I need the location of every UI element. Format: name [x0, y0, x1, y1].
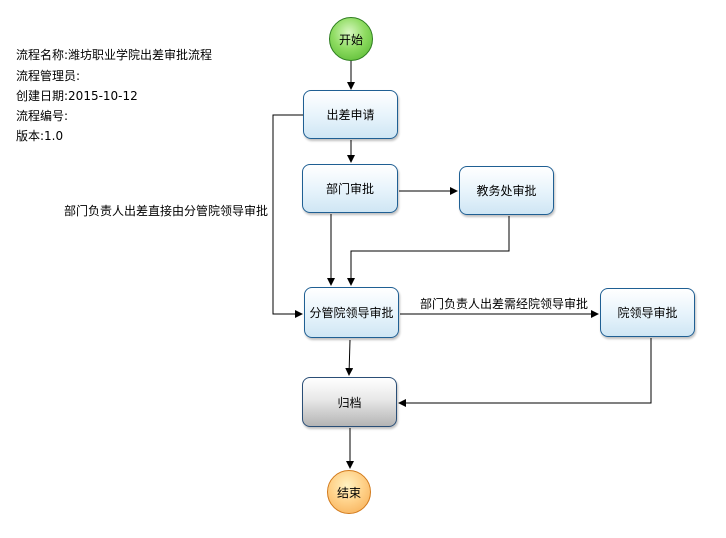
president-approval-node[interactable]: 院领导审批 — [600, 288, 695, 337]
branch-leader-approval-node[interactable]: 分管院领导审批 — [304, 287, 399, 338]
apply-node-label: 出差申请 — [326, 108, 375, 122]
meta-version-label: 版本: — [16, 129, 45, 143]
meta-flow-manager: 流程管理员: — [16, 68, 80, 84]
affairs-approval-node-label: 教务处审批 — [476, 184, 537, 198]
meta-version-value: 1.0 — [44, 129, 64, 143]
meta-flow-name: 流程名称:潍坊职业学院出差审批流程 — [16, 47, 212, 63]
edge-branch-to-archive — [345, 339, 354, 376]
meta-version: 版本:1.0 — [16, 128, 63, 144]
bypass-edge-label: 部门负责人出差直接由分管院领导审批 — [64, 204, 269, 218]
start-node-label: 开始 — [338, 32, 363, 47]
president-approval-node-label: 院领导审批 — [617, 306, 678, 320]
meta-created-date-label: 创建日期: — [16, 89, 69, 103]
end-node[interactable]: 结束 — [327, 470, 371, 514]
archive-node[interactable]: 归档 — [302, 377, 397, 427]
branch-leader-approval-node-label: 分管院领导审批 — [309, 306, 394, 320]
meta-flow-manager-label: 流程管理员: — [16, 69, 81, 83]
meta-flow-code: 流程编号: — [16, 108, 68, 124]
escalate-edge-label: 部门负责人出差需经院领导审批 — [420, 297, 589, 311]
meta-flow-code-label: 流程编号: — [16, 109, 69, 123]
start-node[interactable]: 开始 — [329, 17, 373, 61]
apply-node[interactable]: 出差申请 — [303, 90, 398, 139]
dept-approval-node[interactable]: 部门审批 — [302, 164, 398, 213]
affairs-approval-node[interactable]: 教务处审批 — [459, 166, 554, 215]
edge-affairs-to-branch — [347, 216, 510, 286]
meta-created-date: 创建日期:2015-10-12 — [16, 88, 138, 104]
archive-node-label: 归档 — [337, 395, 362, 410]
end-node-label: 结束 — [336, 485, 361, 500]
meta-flow-name-label: 流程名称: — [16, 48, 69, 62]
meta-flow-name-value: 潍坊职业学院出差审批流程 — [68, 48, 213, 62]
dept-approval-node-label: 部门审批 — [325, 182, 374, 196]
meta-created-date-value: 2015-10-12 — [68, 89, 138, 103]
edge-apply-bypass-to-branch — [272, 114, 303, 318]
edge-president-to-archive — [398, 338, 652, 407]
